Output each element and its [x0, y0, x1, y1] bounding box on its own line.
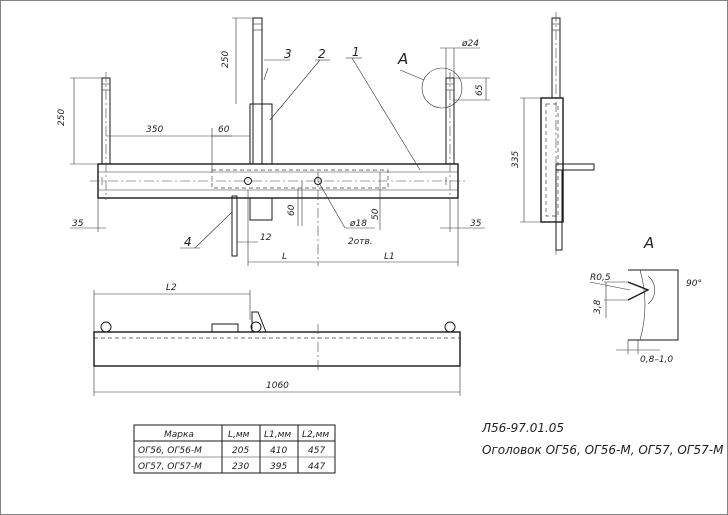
top-stud-left	[100, 321, 112, 333]
top-stud-middle	[250, 321, 262, 333]
drawing-title: Оголовок ОГ56, ОГ56-М, ОГ57, ОГ57-М	[482, 443, 724, 457]
dim-L1: L1	[384, 252, 395, 262]
side-view: 335	[511, 12, 595, 255]
detail-angle: 90°	[686, 279, 702, 289]
dim-hole-offset: 50	[371, 208, 381, 220]
angle-part-4	[231, 195, 238, 257]
top-view: L2 1060	[93, 283, 461, 396]
dim-middle-stud-height: 250	[221, 51, 231, 68]
table-cell: 205	[232, 446, 249, 456]
title-block: Л56-97.01.05 Оголовок ОГ56, ОГ56-М, ОГ57…	[481, 421, 724, 457]
hole-left	[244, 177, 252, 185]
front-view: 250 250 350 60 35 35 12 60 50 ø18 2отв. …	[57, 17, 490, 266]
top-stud-right	[444, 321, 456, 333]
dim-small-gap: 12	[260, 233, 272, 243]
table-header-L: L,мм	[228, 430, 250, 440]
part-label-1: 1	[352, 45, 360, 59]
table-cell: 230	[232, 462, 249, 472]
dim-L2: L2	[166, 283, 177, 293]
table-header-L2: L2,мм	[302, 430, 329, 440]
detail-depth: 3,8	[593, 299, 603, 314]
table-cell: 447	[308, 462, 325, 472]
part-label-3: 3	[284, 47, 292, 61]
part-label-4: 4	[184, 235, 192, 249]
dim-right-edge: 35	[470, 219, 482, 229]
side-angle	[555, 169, 563, 251]
dim-left-stud-height: 250	[57, 109, 67, 126]
marks-table: Марка L,мм L1,мм L2,мм ОГ56, ОГ56-М 205 …	[133, 424, 336, 474]
table-cell: 410	[270, 446, 287, 456]
part-label-2: 2	[318, 47, 326, 61]
dim-hole-note: ø18	[349, 219, 367, 229]
plate-part-2	[249, 103, 273, 165]
side-flange	[555, 163, 595, 171]
table-outline	[133, 424, 336, 474]
middle-stud	[252, 17, 263, 165]
table-cell: 395	[270, 462, 287, 472]
dim-stud-length: 65	[475, 84, 485, 96]
table-cell: 457	[308, 446, 325, 456]
table-header-mark: Марка	[164, 430, 194, 440]
detail-a-view: А R0,5 90° 3,8 0,8–1,0	[589, 234, 702, 365]
detail-range: 0,8–1,0	[640, 355, 673, 365]
dim-L: L	[282, 252, 287, 262]
dim-left-edge: 35	[72, 219, 84, 229]
top-beam	[93, 331, 461, 367]
table-header-L1: L1,мм	[264, 430, 291, 440]
dim-side-height: 335	[511, 151, 521, 168]
table-cell: ОГ57, ОГ57-М	[138, 462, 202, 472]
dim-stud-dia: ø24	[461, 39, 479, 49]
detail-label-a: А	[643, 234, 654, 252]
side-beam	[540, 97, 564, 223]
dim-plate-height: 60	[287, 204, 297, 216]
view-label-a: А	[397, 50, 408, 68]
dim-hole-count: 2отв.	[348, 237, 373, 247]
drawing-code: Л56-97.01.05	[481, 421, 564, 435]
table-cell: ОГ56, ОГ56-М	[138, 446, 202, 456]
dim-total-length: 1060	[266, 381, 289, 391]
detail-callout-circle	[421, 67, 463, 109]
plate-lower	[249, 197, 273, 221]
dim-left-offset: 350	[146, 125, 163, 135]
detail-radius: R0,5	[590, 273, 611, 283]
dim-plate-offset: 60	[218, 125, 230, 135]
top-plate	[211, 323, 239, 333]
